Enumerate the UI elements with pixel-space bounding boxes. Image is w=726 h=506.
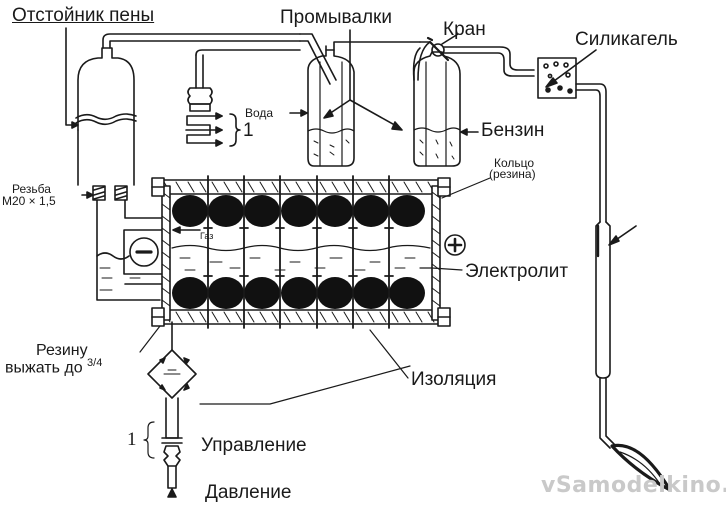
- flashback-tube: [595, 221, 637, 449]
- electrode-disc: [208, 277, 244, 309]
- pressure-label: Давление: [205, 482, 292, 503]
- electrode-disc: [317, 277, 353, 309]
- electrode-disc: [353, 277, 389, 309]
- thread-label: Резьба: [12, 182, 51, 196]
- electrode-disc: [244, 195, 280, 227]
- bracket-one-top: 1: [243, 120, 254, 141]
- watermark: vSamodelkino.ru: [541, 473, 726, 498]
- positive-terminal-sign: [447, 237, 463, 253]
- electrode-disc: [172, 277, 208, 309]
- bracket-one-bottom: 1: [127, 429, 137, 450]
- electrode-disc: [317, 195, 353, 227]
- electrolyte-label: Электролит: [465, 261, 569, 282]
- electrode-disc: [208, 195, 244, 227]
- electrode-disc: [244, 277, 280, 309]
- rubber-squeeze-fraction: 3/4: [87, 357, 103, 369]
- washers-label: Промывалки: [280, 7, 392, 28]
- rubber-squeeze-label-line1: Резину: [36, 342, 88, 359]
- ring-label: Кольцо: [494, 156, 535, 170]
- electrolysis-cell: [151, 177, 451, 327]
- electrode-disc: [353, 195, 389, 227]
- electrode-disc: [389, 277, 425, 309]
- electrode-plates: [203, 175, 394, 329]
- electrode-disc: [281, 195, 317, 227]
- silica-gel-box: [537, 49, 607, 223]
- silica-gel-label: Силикагель: [575, 29, 678, 50]
- water-label: Вода: [245, 106, 274, 120]
- gasoline-label: Бензин: [481, 120, 545, 141]
- bellows-assembly: [185, 49, 301, 147]
- insulation-label: Изоляция: [411, 369, 497, 390]
- pressure-regulator: [143, 321, 197, 498]
- electrodes-top-row: [172, 195, 425, 227]
- thread-size-label: M20 × 1,5: [2, 194, 56, 208]
- positive-terminal: [444, 234, 466, 256]
- negative-chamber: [96, 199, 169, 301]
- electrode-disc: [172, 195, 208, 227]
- thread-fittings: [81, 185, 128, 201]
- washer-water: [289, 33, 421, 167]
- foam-settler-leader: [65, 27, 78, 126]
- control-label: Управление: [201, 435, 307, 456]
- valve: [426, 33, 535, 77]
- gas-label: Газ: [200, 231, 214, 241]
- foam-settler-label: Отстойник пены: [12, 5, 155, 26]
- electrodes-bottom-row: [172, 277, 425, 309]
- ring-material-label: (резина): [489, 167, 536, 181]
- callout-leaders: [139, 177, 491, 405]
- washer-gasoline: [412, 41, 479, 167]
- rubber-squeeze-text: выжать до: [5, 359, 83, 377]
- rubber-squeeze-label-line2: выжать до 3/4: [5, 358, 102, 376]
- foam-settler-vessel: [65, 27, 301, 186]
- electrode-disc: [281, 277, 317, 309]
- burner-nozzle: [610, 443, 672, 492]
- valve-label: Кран: [443, 19, 486, 40]
- washers-leader: [323, 29, 403, 131]
- electrode-disc: [389, 195, 425, 227]
